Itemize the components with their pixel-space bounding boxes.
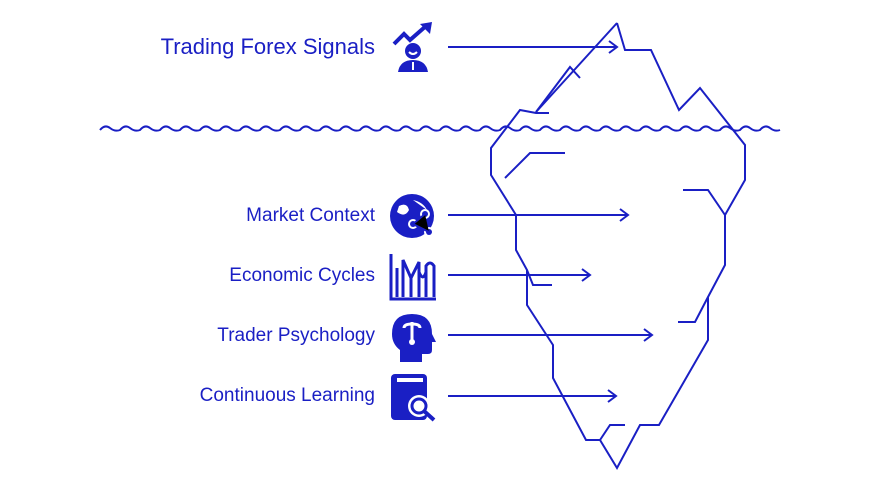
label-market-context: Market Context [246,205,375,226]
label-continuous-learning: Continuous Learning [199,385,375,406]
chart-cycles-icon [389,254,436,301]
trader-growth-icon [392,22,432,72]
label-economic-cycles: Economic Cycles [229,265,375,286]
iceberg-crack [535,22,618,113]
label-trading-forex-signals: Trading Forex Signals [160,34,375,59]
iceberg-crack [599,424,625,441]
water-line [99,125,781,132]
iceberg-crack [504,152,565,179]
iceberg-crack [683,189,726,216]
head-mind-icon [392,314,436,362]
arrows [448,40,654,403]
iceberg-crack [535,65,581,113]
label-trader-psychology: Trader Psychology [217,325,375,346]
book-search-icon [391,374,436,422]
iceberg-crack [526,269,552,286]
iceberg-outline [490,22,746,471]
iceberg-crack [678,296,709,323]
globe-share-icon [390,194,434,238]
